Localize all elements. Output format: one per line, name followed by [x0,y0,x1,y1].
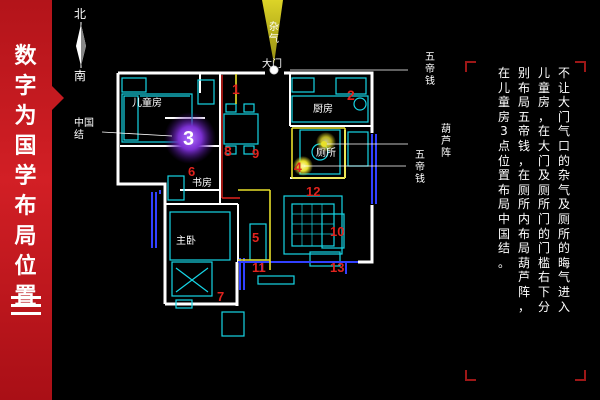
notes-column: 别布局五帝钱，在厕所内布局葫芦阵， [517,66,530,314]
point-number-8: 8 [224,143,232,159]
compass-south: 南 [74,69,87,83]
title-char: 学 [14,164,38,189]
point-number-11: 11 [252,260,266,275]
entrance-dot-icon [269,65,279,75]
outer-walls [116,71,374,306]
furniture-layer [121,77,369,337]
point-number-10: 10 [330,224,344,239]
callout-five-coins-right: 五帝钱 [415,150,425,185]
zone-lines [235,74,346,270]
callout-gourd-array: 葫芦阵 [441,124,451,159]
point-number-1: 1 [232,81,240,97]
callout-five-coins-top: 五帝钱 [425,52,435,87]
title-char: 数 [14,44,38,69]
window-structure [151,134,377,290]
sidebar-notch [52,86,64,110]
notes-panel: 不让大门气口的杂气及厕所的晦气进入 儿童房，在大门及厕所门的门槛右下分 别布局五… [476,66,572,366]
roman-three-icon [11,296,41,316]
room-study: 书房 [192,178,212,189]
title-char: 位 [14,254,38,279]
china-knot-glow [164,112,216,164]
rug-grid [292,204,334,246]
qi-beam [262,0,283,64]
compass-north: 北 [74,7,87,21]
toilet-gourd-glow [293,156,313,176]
notes-column: 儿童房，在大门及厕所门的门槛右下分 [537,66,550,314]
room-toilet: 厕所 [316,148,336,159]
title-char: 国 [14,134,38,159]
area-outline [221,75,240,199]
point-number-6: 6 [188,164,195,179]
point-number-7: 7 [217,289,224,304]
room-kitchen: 厨房 [313,104,333,115]
title-char: 局 [14,224,38,249]
sidebar-title: 数 字 为 国 学 布 局 位 置 [6,42,46,312]
title-char: 为 [14,104,38,129]
sidebar: 数 字 为 国 学 布 局 位 置 [0,0,66,400]
highlight-number: 3 [183,128,194,150]
point-number-4: 4 [294,159,302,175]
point-number-5: 5 [252,230,259,245]
room-master: 主卧 [176,236,196,247]
point-number-2: 2 [347,87,355,103]
point-number-9: 9 [252,146,259,161]
callout-dot-icon [321,141,327,147]
callout-lines [101,69,408,167]
title-char: 布 [14,194,38,219]
room-children: 儿童房 [132,98,162,109]
sidebar-red-band [0,0,52,400]
title-char: 字 [14,74,38,99]
notes-column: 不让大门气口的杂气及厕所的晦气进入 [557,66,570,314]
compass [76,22,86,68]
point-number-12: 12 [306,184,320,199]
door-qi-label: 杂气 [269,22,279,45]
point-number-13: 13 [330,260,344,275]
callout-china-knot: 中国结 [74,118,94,141]
notes-frame [465,61,586,381]
point-numbers: 1 2 4 5 6 7 8 9 10 11 12 13 [188,81,355,304]
entrance-label: 大门 [262,59,282,70]
